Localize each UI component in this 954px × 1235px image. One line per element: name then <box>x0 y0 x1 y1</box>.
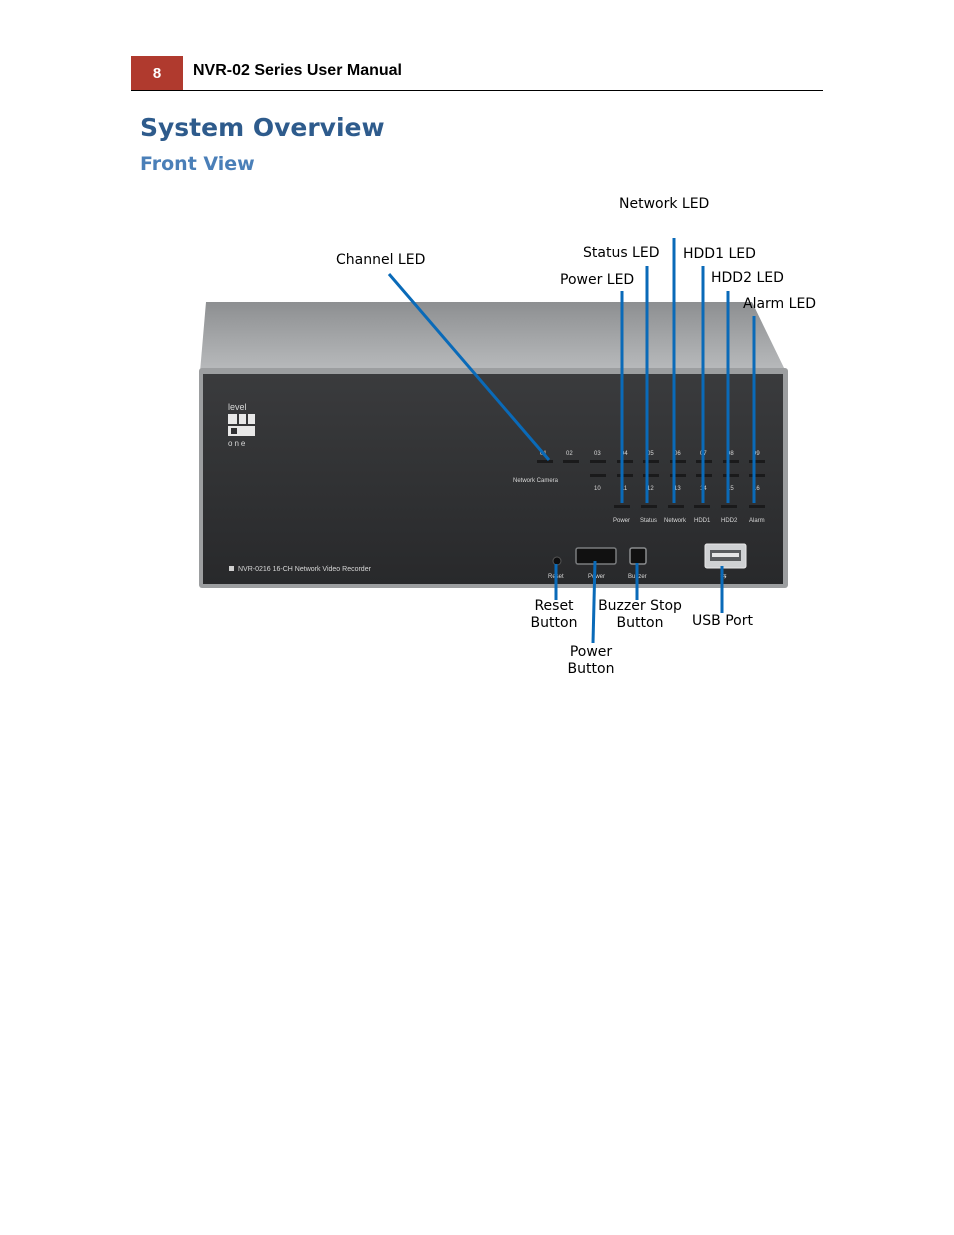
callout-status-led: Status LED <box>583 245 660 261</box>
led-row-status <box>614 505 765 508</box>
channel-16: 16 <box>753 486 760 492</box>
power-label: Power <box>588 574 605 580</box>
status-label-network: Network <box>664 518 687 524</box>
brand-bottom-text: one <box>228 439 247 448</box>
status-label-power: Power <box>613 518 630 524</box>
channel-09: 09 <box>753 451 760 457</box>
channel-05: 05 <box>647 451 654 457</box>
channel-02: 02 <box>566 451 573 457</box>
model-label: NVR-0216 16-CH Network Video Recorder <box>238 566 372 573</box>
network-camera-label: Network Camera <box>513 478 559 484</box>
channel-12: 12 <box>647 486 654 492</box>
buzzer-button-body <box>629 547 647 565</box>
callout-power-led: Power LED <box>560 272 635 288</box>
brand-top-text: level <box>228 402 247 412</box>
callout-line-channel <box>387 273 551 461</box>
reset-button-hole <box>552 556 562 566</box>
status-label-hdd1: HDD1 <box>694 518 711 524</box>
channel-13: 13 <box>674 486 681 492</box>
callout-buzzer-stop-button: Buzzer Stop Button <box>598 598 682 631</box>
callout-channel-led: Channel LED <box>336 252 426 268</box>
status-labels: Power Status Network HDD1 HDD2 Alarm <box>613 518 765 524</box>
section-subtitle: Front View <box>140 153 255 175</box>
callout-line-power-button <box>591 560 597 644</box>
callout-usb-port: USB Port <box>692 613 753 629</box>
channel-06: 06 <box>674 451 681 457</box>
chassis-top <box>200 302 786 372</box>
status-label-status: Status <box>640 518 657 524</box>
callout-hdd2-led: HDD2 LED <box>711 270 784 286</box>
callout-power-button: Power Button <box>567 644 615 677</box>
callout-reset-button: Reset Button <box>530 598 578 631</box>
section-title: System Overview <box>140 113 385 142</box>
status-label-hdd2: HDD2 <box>721 518 738 524</box>
status-label-alarm: Alarm <box>749 518 765 524</box>
channel-04: 04 <box>621 451 628 457</box>
callout-alarm-led: Alarm LED <box>743 296 817 312</box>
channel-03: 03 <box>594 451 601 457</box>
callout-hdd1-led: HDD1 LED <box>683 246 756 262</box>
channel-08: 08 <box>727 451 734 457</box>
channel-10: 10 <box>594 486 601 492</box>
channel-15: 15 <box>727 486 734 492</box>
callout-lines <box>387 238 756 644</box>
brand-logo: level one <box>228 402 255 448</box>
callout-network-led: Network LED <box>619 196 710 212</box>
header-rule <box>131 90 823 91</box>
manual-title: NVR-02 Series User Manual <box>193 62 402 79</box>
page-number: 8 <box>131 56 183 90</box>
channel-11: 11 <box>621 486 628 492</box>
device-front-view-figure: level one 01 02 03 04 05 06 07 08 09 Net… <box>199 238 788 644</box>
front-panel <box>203 374 783 584</box>
led-row-1 <box>537 460 765 463</box>
